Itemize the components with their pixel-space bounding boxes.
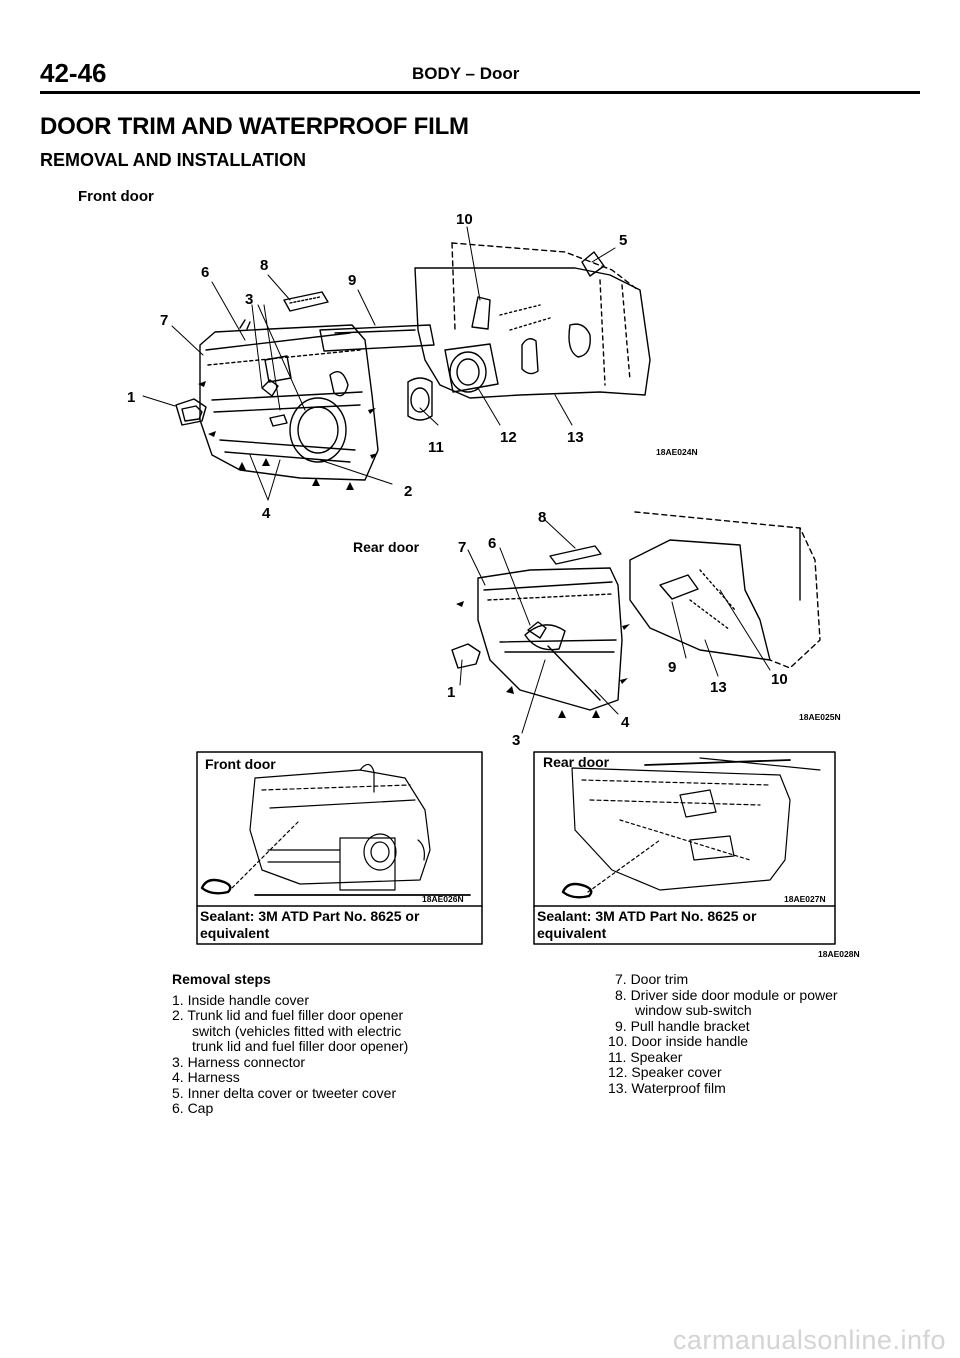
front-inset-caption-line2: equivalent — [200, 925, 270, 941]
callout-4: 4 — [262, 505, 271, 522]
callout-13: 13 — [567, 429, 584, 446]
removal-steps-left: Removal steps 1. Inside handle cover 2. … — [172, 971, 409, 1117]
rear-callouts: 1 3 4 6 7 8 9 10 13 — [447, 509, 788, 749]
page-number: 42-46 — [40, 58, 107, 88]
front-diagram-code: 18AE024N — [656, 447, 698, 457]
rear-door-parts — [451, 545, 602, 669]
step-item: 1. Inside handle cover — [172, 991, 309, 1008]
front-door-trim-panel — [199, 324, 379, 481]
rear-inset-code: 18AE027N — [784, 894, 826, 904]
front-inset-caption-line1: Sealant: 3M ATD Part No. 8625 or — [200, 908, 420, 924]
front-inset-label: Front door — [205, 756, 276, 772]
callout-12: 12 — [500, 429, 517, 446]
rear-inset-caption: Sealant: 3M ATD Part No. 8625 or equival… — [537, 908, 756, 942]
rear-inset-label: Rear door — [543, 754, 610, 770]
callout-10: 10 — [456, 211, 473, 228]
front-door-label: Front door — [78, 188, 154, 205]
callout-6: 6 — [201, 264, 209, 281]
page-title: DOOR TRIM AND WATERPROOF FILM — [40, 113, 469, 140]
callout-5: 5 — [619, 232, 627, 249]
step-item: 8. Driver side door module or power — [615, 986, 838, 1003]
callout-rear-10: 10 — [771, 671, 788, 688]
header-rule — [40, 91, 920, 94]
step-item: 5. Inner delta cover or tweeter cover — [172, 1084, 397, 1101]
callout-9: 9 — [348, 272, 356, 289]
step-item: 6. Cap — [172, 1100, 214, 1116]
front-inset-caption: Sealant: 3M ATD Part No. 8625 or equival… — [200, 908, 419, 942]
callout-rear-4: 4 — [621, 714, 630, 731]
callout-rear-9: 9 — [668, 659, 676, 676]
callout-11: 11 — [428, 439, 444, 456]
clip-arrows — [198, 381, 630, 718]
callout-8: 8 — [260, 257, 268, 274]
step-item-continued: window sub-switch — [635, 1002, 752, 1018]
rear-door-label: Rear door — [353, 539, 420, 555]
rear-inset-drawing — [561, 757, 821, 899]
rear-door-inner-panel — [629, 511, 821, 669]
step-item-continued: trunk lid and fuel filler door opener) — [192, 1038, 409, 1054]
callout-rear-7: 7 — [458, 539, 466, 556]
rear-diagram-code: 18AE025N — [799, 712, 841, 722]
step-item: 4. Harness — [172, 1069, 240, 1085]
step-item: 3. Harness connector — [172, 1053, 306, 1070]
step-item: 12. Speaker cover — [608, 1064, 722, 1080]
step-item: 10. Door inside handle — [608, 1033, 749, 1049]
rear-leader-lines — [459, 519, 771, 734]
callout-rear-3: 3 — [512, 732, 520, 749]
step-item: 2. Trunk lid and fuel filler door opener — [172, 1007, 404, 1023]
step-item: 7. Door trim — [615, 971, 689, 987]
callout-1: 1 — [127, 389, 135, 406]
callout-rear-6: 6 — [488, 535, 496, 552]
front-inset-drawing — [200, 763, 471, 896]
step-item: 9. Pull handle bracket — [615, 1017, 750, 1034]
callout-rear-13: 13 — [710, 679, 727, 696]
page-subtitle: REMOVAL AND INSTALLATION — [40, 150, 306, 170]
removal-steps-right: 7. Door trim 8. Driver side door module … — [608, 971, 838, 1096]
step-item-continued: switch (vehicles fitted with electric — [192, 1022, 402, 1039]
rear-inset-caption-line2: equivalent — [537, 925, 607, 941]
front-callouts: 1 2 3 4 5 6 7 8 9 10 11 12 13 — [127, 211, 627, 522]
watermark: carmanualsonline.info — [672, 1325, 946, 1355]
section-title: BODY – Door — [412, 64, 520, 83]
callout-2: 2 — [404, 483, 412, 500]
insets-code: 18AE028N — [818, 949, 860, 959]
step-item: 11. Speaker — [608, 1048, 683, 1065]
callout-7: 7 — [160, 312, 168, 329]
front-inset-code: 18AE026N — [422, 894, 464, 904]
front-door-parts — [175, 251, 605, 426]
step-item: 13. Waterproof film — [608, 1079, 726, 1096]
rear-inset-caption-line1: Sealant: 3M ATD Part No. 8625 or — [537, 908, 757, 924]
removal-steps-heading: Removal steps — [172, 971, 271, 987]
callout-3: 3 — [245, 291, 253, 308]
rear-door-trim-panel — [477, 567, 623, 711]
front-leader-lines — [142, 226, 616, 501]
callout-rear-8: 8 — [538, 509, 546, 526]
front-door-inner-panel — [414, 242, 651, 399]
callout-rear-1: 1 — [447, 684, 455, 701]
